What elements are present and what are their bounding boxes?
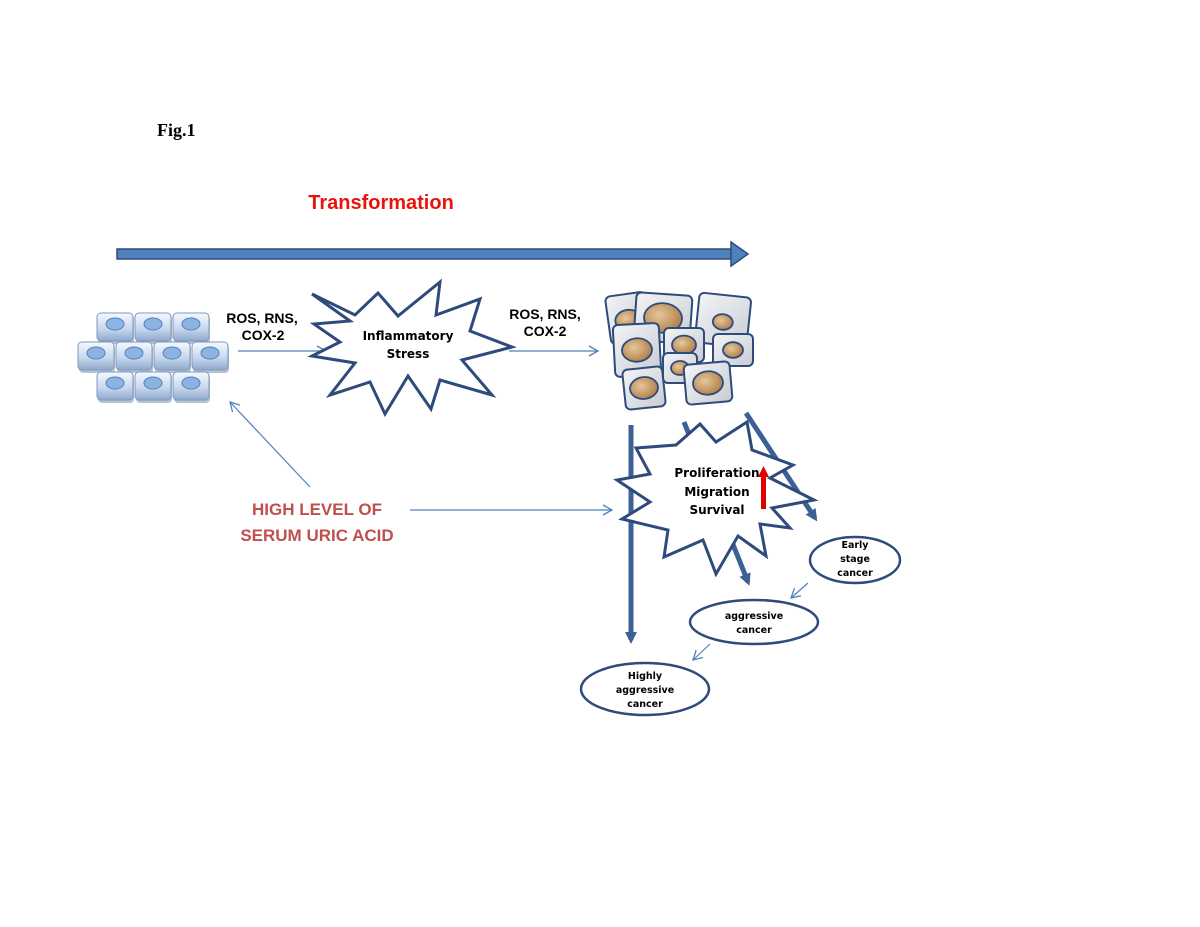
transformation-title: Transformation — [308, 192, 454, 214]
effects-line2: Migration — [684, 485, 749, 499]
tumor-cell — [621, 365, 667, 411]
aggressive-cancer-oval: aggressive cancer — [688, 598, 820, 646]
effects-line3: Survival — [689, 503, 744, 517]
normal-cell — [77, 341, 115, 373]
early-line2: stage — [840, 554, 870, 565]
right-chemicals-line1: ROS, RNS, — [509, 306, 581, 322]
normal-cell — [96, 371, 134, 403]
early-stage-cancer-oval: Early stage cancer — [808, 535, 902, 585]
arrow-uric-to-normal-cells — [229, 401, 311, 488]
highly-aggressive-cancer-oval: Highly aggressive cancer — [579, 661, 711, 717]
uric-acid-line2: SERUM URIC ACID — [240, 526, 393, 545]
left-chemicals-line2: COX-2 — [242, 327, 285, 343]
right-chemicals-line2: COX-2 — [524, 323, 567, 339]
normal-cell — [172, 371, 210, 403]
inflammatory-stress-burst: Inflammatory Stress — [307, 278, 517, 418]
normal-cells — [77, 312, 229, 403]
uric-acid-line1: HIGH LEVEL OF — [252, 500, 382, 519]
highly-line2: aggressive — [616, 685, 674, 696]
tumor-cell — [712, 333, 754, 367]
tumor-cells — [604, 291, 754, 411]
left-chemicals-line1: ROS, RNS, — [226, 310, 298, 326]
normal-cell — [191, 341, 229, 373]
early-line1: Early — [841, 540, 869, 551]
aggressive-line1: aggressive — [725, 611, 783, 622]
highly-line1: Highly — [628, 671, 663, 682]
tumor-cell — [611, 322, 663, 378]
normal-cell — [134, 312, 172, 344]
inflammatory-stress-line2: Stress — [387, 347, 430, 361]
highly-line3: cancer — [627, 699, 663, 710]
arrow-aggressive-to-highly — [692, 643, 711, 661]
increase-arrow-icon — [758, 466, 769, 509]
aggressive-line2: cancer — [736, 625, 772, 636]
effects-burst: Proliferation Migration Survival — [613, 419, 819, 578]
effects-line1: Proliferation — [674, 466, 759, 480]
tumor-cell — [682, 360, 734, 406]
normal-cell — [153, 341, 191, 373]
early-line3: cancer — [837, 568, 873, 579]
normal-cell — [172, 312, 210, 344]
transformation-arrow — [116, 240, 750, 268]
arrow-early-to-aggressive — [789, 582, 809, 599]
figure-label: Fig.1 — [157, 120, 196, 140]
inflammatory-stress-line1: Inflammatory — [363, 329, 454, 343]
normal-cell — [134, 371, 172, 403]
normal-cell — [96, 312, 134, 344]
normal-cell — [115, 341, 153, 373]
